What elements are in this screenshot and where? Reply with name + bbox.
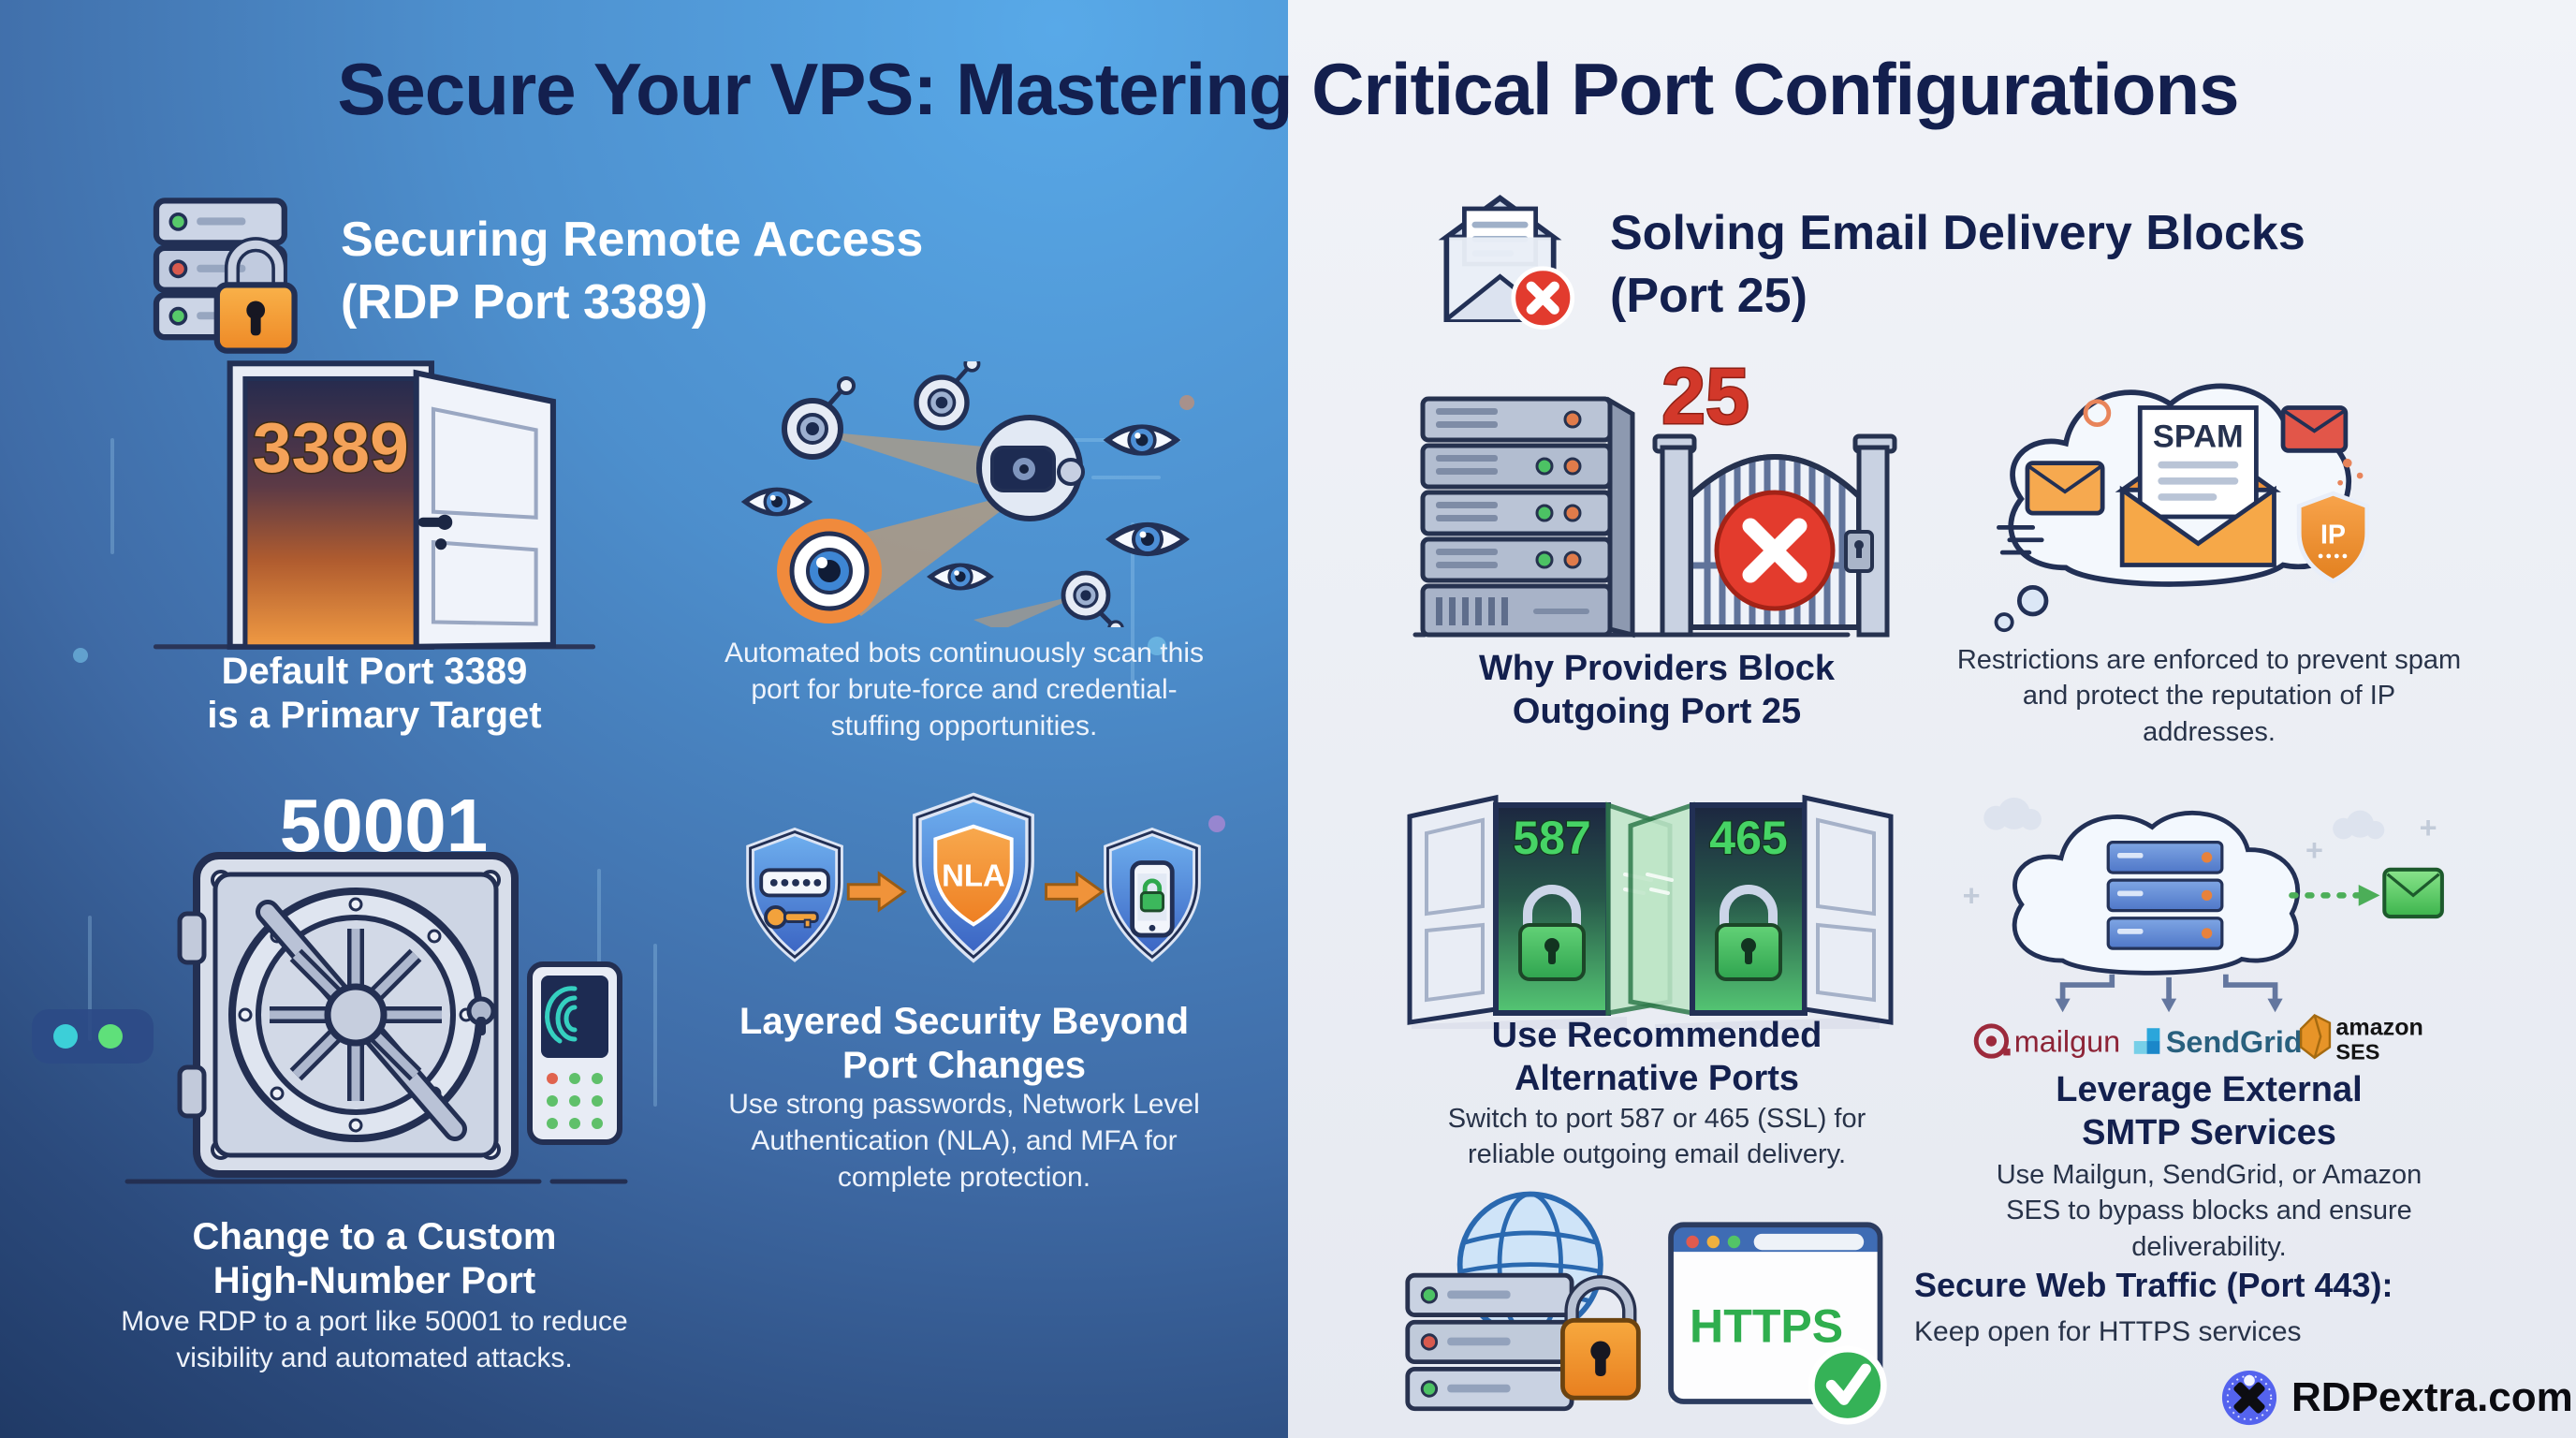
layered-caption-line1: Layered Security Beyond	[739, 1001, 1190, 1042]
sendgrid-logo: SendGrid	[2133, 1025, 2303, 1059]
eye-icon	[926, 563, 995, 591]
server-stack-icon	[1405, 1272, 1574, 1412]
alt-ports-caption-line2: Alternative Ports	[1514, 1058, 1800, 1098]
provider-arrows	[2059, 974, 2278, 1001]
alt-ports-body: Switch to port 587 or 465 (SSL) for reli…	[1447, 1104, 1866, 1170]
alt-port-door-2: 465	[1628, 794, 1894, 1029]
robot-head-icon	[976, 415, 1085, 521]
blocked-caption-line2: Outgoing Port 25	[1512, 691, 1802, 731]
door-caption-line2: is a Primary Target	[207, 695, 542, 737]
vault-icon	[124, 852, 628, 1184]
scanning-eye-icon	[777, 519, 882, 624]
web-traffic-note: Secure Web Traffic (Port 443): Keep open…	[1914, 1266, 2495, 1348]
sendgrid-label: SendGrid	[2166, 1025, 2303, 1059]
spam-cloud-icon: SPAM IP	[1994, 383, 2370, 633]
open-door-icon: 3389	[153, 360, 596, 650]
left-header-text: Securing Remote Access (RDP Port 3389)	[341, 209, 923, 333]
amazon-label-line2: SES	[2335, 1039, 2379, 1064]
eye-icon	[1103, 424, 1181, 456]
smtp-caption-line2: SMTP Services	[2082, 1112, 2336, 1152]
mailgun-logo: mailgun	[1973, 1023, 2121, 1059]
spam-letter-icon: SPAM	[2115, 405, 2281, 567]
smtp-cloud-icon: + + +	[1963, 797, 2444, 1064]
envelope-icon	[1997, 461, 2105, 555]
vault-caption-line2: High-Number Port	[212, 1260, 536, 1302]
arrow-icon	[1045, 871, 1105, 913]
alt-port-number-1: 587	[1513, 812, 1590, 864]
scanner-bots-icon	[740, 361, 1191, 627]
layered-body: Use strong passwords, Network Level Auth…	[728, 1089, 1200, 1193]
nla-shield-icon: NLA	[913, 792, 1034, 963]
mfa-shield-icon	[1104, 827, 1201, 962]
eye-icon	[740, 487, 813, 517]
right-header-line1: Solving Email Delivery Blocks	[1610, 206, 2305, 261]
svg-text:+: +	[2305, 833, 2323, 867]
blocked-caption: Why Providers Block Outgoing Port 25	[1413, 648, 1900, 733]
brand-logo: RDPextra.com	[2220, 1369, 2573, 1427]
delivered-envelope-icon	[2382, 867, 2444, 919]
blocked-email-icon	[1438, 194, 1575, 330]
vault-caption-line1: Change to a Custom	[192, 1216, 557, 1257]
layered-caption: Layered Security Beyond Port Changes	[721, 1000, 1208, 1088]
right-section-header: Solving Email Delivery Blocks (Port 25)	[1434, 189, 2305, 341]
brand-name: RDPextra.com	[2291, 1374, 2573, 1420]
spam-label: SPAM	[2153, 418, 2244, 454]
browser-window-icon: HTTPS	[1668, 1222, 1887, 1425]
nla-badge: NLA	[942, 858, 1005, 893]
svg-text:+: +	[1963, 879, 1981, 913]
alt-port-door-1: 587	[1407, 794, 1673, 1029]
left-header-line2: (RDP Port 3389)	[341, 275, 709, 330]
web-traffic-body: Keep open for HTTPS services	[1914, 1316, 2302, 1347]
cam-bot-icon	[782, 376, 856, 460]
smtp-caption: Leverage External SMTP Services	[1984, 1069, 2434, 1154]
bots-caption: Automated bots continuously scan this po…	[724, 638, 1204, 741]
vault-caption: Change to a Custom High-Number Port	[94, 1215, 655, 1303]
spam-caption: Restrictions are enforced to prevent spa…	[1956, 645, 2462, 747]
ip-label: IP	[2320, 521, 2346, 550]
cam-bot-icon	[1061, 570, 1124, 627]
alt-port-number-2: 465	[1709, 812, 1787, 864]
padlock-icon	[1560, 1275, 1641, 1401]
arrow-icon	[846, 871, 907, 913]
mailgun-label: mailgun	[2014, 1024, 2121, 1058]
amazon-label-line1: amazon	[2335, 1015, 2423, 1041]
brand-logo-icon	[2221, 1370, 2277, 1426]
cloud-servers-icon	[2106, 841, 2224, 950]
https-browser-icon: HTTPS	[1405, 1191, 1887, 1425]
amazon-ses-logo: amazon SES	[2299, 1013, 2423, 1064]
svg-text:+: +	[2420, 811, 2437, 844]
blocked-caption-line1: Why Providers Block	[1478, 649, 1836, 688]
right-header-text: Solving Email Delivery Blocks (Port 25)	[1610, 202, 2305, 327]
page-title: Secure Your VPS: Mastering Critical Port…	[337, 48, 2239, 130]
smtp-caption-line1: Leverage External	[2056, 1070, 2363, 1109]
web-traffic-title: Secure Web Traffic (Port 443):	[1914, 1266, 2393, 1304]
door-caption: Default Port 3389 is a Primary Target	[112, 650, 637, 738]
fingerprint-panel-icon	[527, 961, 622, 1145]
https-label: HTTPS	[1690, 1299, 1843, 1352]
door-caption-line1: Default Port 3389	[221, 651, 528, 692]
ip-shield-icon: IP	[2296, 491, 2370, 584]
green-doors-icon: 587 465	[1407, 794, 1894, 1029]
blocked-gate-icon: 25	[1412, 365, 1897, 638]
right-header-line2: (Port 25)	[1610, 269, 1808, 323]
eye-icon	[1105, 522, 1191, 556]
layered-caption-line2: Port Changes	[842, 1045, 1087, 1087]
alt-ports-caption-line1: Use Recommended	[1491, 1016, 1822, 1055]
gate-icon	[1652, 433, 1897, 638]
server-tower-icon	[1420, 396, 1635, 638]
blocked-port-number: 25	[1661, 365, 1749, 440]
led-pill-decoration	[32, 1009, 154, 1064]
password-shield-icon	[746, 827, 843, 962]
envelope-icon	[2280, 405, 2349, 453]
vault-body: Move RDP to a port like 50001 to reduce …	[121, 1306, 628, 1373]
alt-ports-caption: Use Recommended Alternative Ports	[1413, 1015, 1900, 1100]
server-lock-icon	[153, 198, 298, 354]
left-header-line1: Securing Remote Access	[341, 213, 924, 268]
left-section-header: Securing Remote Access (RDP Port 3389)	[148, 187, 923, 356]
shields-icon: NLA	[746, 792, 1201, 963]
door-port-number: 3389	[253, 408, 409, 487]
smtp-body: Use Mailgun, SendGrid, or Amazon SES to …	[1996, 1160, 2422, 1262]
cam-bot-icon	[914, 361, 981, 431]
